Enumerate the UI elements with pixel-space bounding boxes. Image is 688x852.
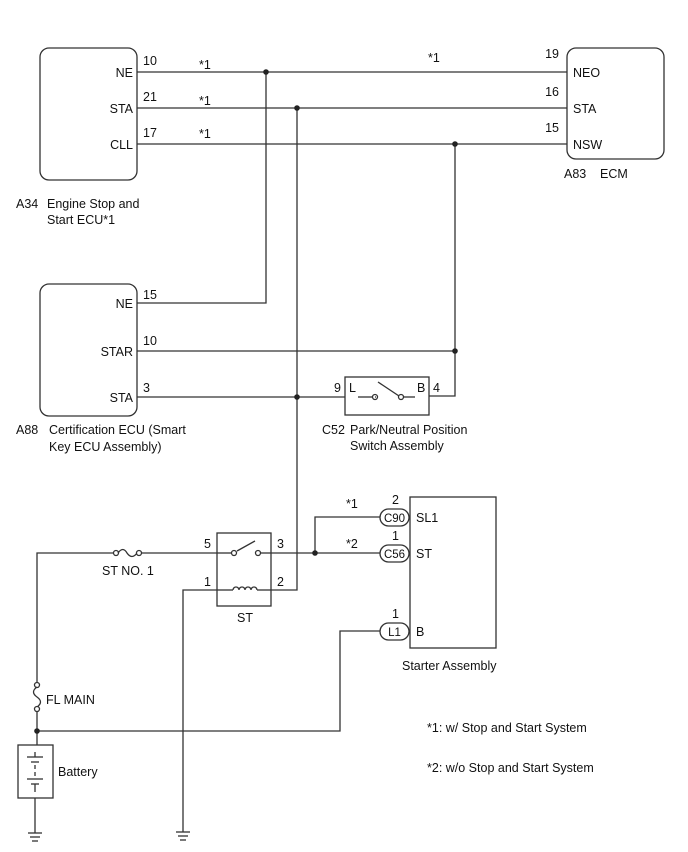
starter-pin-sl1-label: SL1 [416, 511, 438, 525]
wire-note: *1 [428, 51, 440, 65]
footnote-1: *1: w/ Stop and Start System [427, 721, 587, 735]
connector-c56 [379, 544, 410, 563]
a34-name-line1: Engine Stop and [47, 197, 139, 211]
st-no1-fuse-icon [112, 548, 143, 558]
a88-name-line1: Certification ECU (Smart [49, 423, 186, 437]
c52-ref: C52 [322, 423, 345, 437]
a83-pin-neo-label: NEO [573, 66, 600, 80]
a34-pin-sta-label: STA [110, 102, 134, 116]
ground-icon [176, 831, 190, 841]
a34-pin-ne-label: NE [116, 66, 133, 80]
starter-pin-b-label: B [416, 625, 424, 639]
c52-pin-b-number: 4 [433, 381, 440, 395]
a83-pin-nsw-number: 15 [545, 121, 559, 135]
wires [34, 71, 567, 833]
wire-note: *1 [199, 58, 211, 72]
battery-label: Battery [58, 765, 98, 779]
starter-pin-st-label: ST [416, 547, 432, 561]
connector-c90 [379, 508, 410, 527]
a34-pin-sta-number: 21 [143, 90, 157, 104]
a83-pin-neo-number: 19 [545, 47, 559, 61]
c52-pin-b-label: B [417, 381, 425, 395]
fl-main-fuse-label: FL MAIN [46, 693, 95, 707]
st-relay-pin-3: 3 [277, 537, 284, 551]
a34-ref: A34 [16, 197, 38, 211]
a83-ref: A83 [564, 167, 586, 181]
a34-pin-cll-number: 17 [143, 126, 157, 140]
st-no1-fuse-label: ST NO. 1 [102, 564, 154, 578]
st-relay-pin-5: 5 [204, 537, 211, 551]
wire-note: *1 [199, 94, 211, 108]
starter-pin-st-number: 1 [392, 529, 399, 543]
st-relay-coil [217, 586, 271, 591]
c52-pin-l-label: L [349, 381, 356, 395]
connector-c90-label: C90 [384, 513, 405, 525]
a88-ref: A88 [16, 423, 38, 437]
connector-l1-label: L1 [388, 627, 401, 639]
wire-note: *1 [199, 127, 211, 141]
c52-name-line1: Park/Neutral Position [350, 423, 467, 437]
st-relay-switch [217, 540, 271, 557]
starter-pin-b-number: 1 [392, 607, 399, 621]
a88-pin-sta-label: STA [110, 391, 134, 405]
starter-pin-sl1-number: 2 [392, 493, 399, 507]
a88-pin-sta-number: 3 [143, 381, 150, 395]
fl-main-fuse-icon [32, 681, 42, 713]
st-relay-name: ST [237, 611, 253, 625]
connector-c56-label: C56 [384, 549, 405, 561]
starter-assembly-name: Starter Assembly [402, 659, 497, 673]
a88-ecu-box [39, 283, 138, 417]
a83-name: ECM [600, 167, 628, 181]
a34-pin-ne-number: 10 [143, 54, 157, 68]
c52-name-line2: Switch Assembly [350, 439, 445, 453]
st-relay-pin-2: 2 [277, 575, 284, 589]
a88-pin-ne-label: NE [116, 297, 133, 311]
junction-dots [34, 69, 458, 734]
a83-pin-sta-number: 16 [545, 85, 559, 99]
footnote-2: *2: w/o Stop and Start System [427, 761, 594, 775]
ground-icon [28, 832, 42, 842]
a88-pin-ne-number: 15 [143, 288, 157, 302]
a83-pin-sta-label: STA [573, 102, 597, 116]
a83-pin-nsw-label: NSW [573, 138, 602, 152]
battery-icon [27, 752, 43, 792]
st-relay-box [216, 532, 272, 607]
a34-ecu-box [39, 47, 138, 181]
a88-pin-star-label: STAR [101, 345, 133, 359]
a34-name-line2: Start ECU*1 [47, 213, 115, 227]
st-relay-pin-1: 1 [204, 575, 211, 589]
c52-pin-l-number: 9 [334, 381, 341, 395]
a83-ecm-box [566, 47, 665, 160]
c52-switch-contacts [358, 381, 415, 401]
starter-assembly-box [409, 496, 497, 649]
wire-note: *2 [346, 537, 358, 551]
wire-note: *1 [346, 497, 358, 511]
a34-pin-cll-label: CLL [110, 138, 133, 152]
connector-l1 [379, 622, 410, 641]
a88-name-line2: Key ECU Assembly) [49, 440, 162, 454]
a88-pin-star-number: 10 [143, 334, 157, 348]
